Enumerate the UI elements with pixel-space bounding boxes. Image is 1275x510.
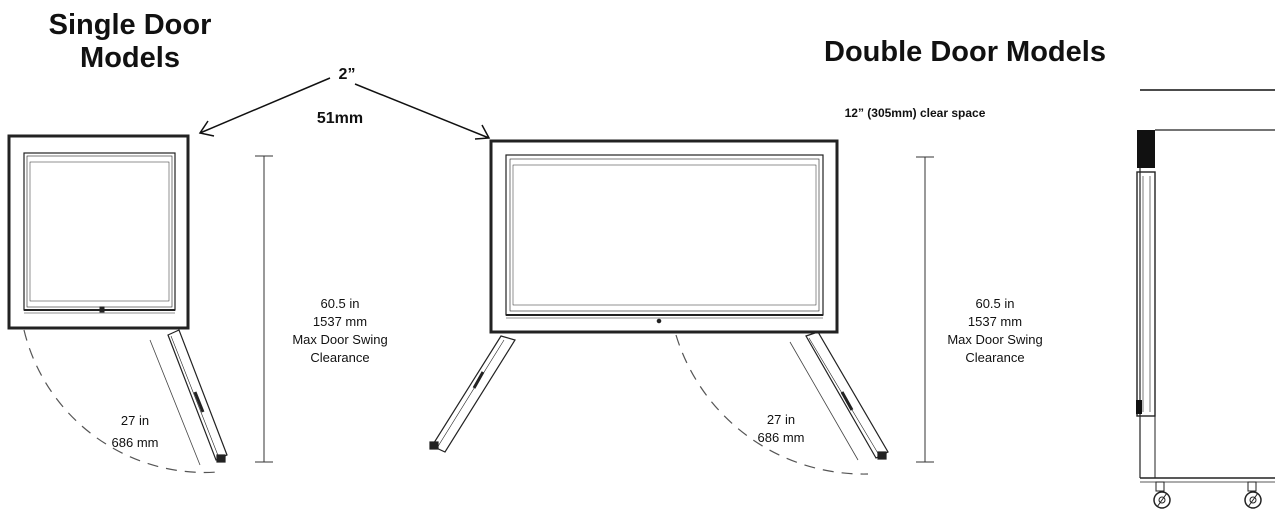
double-door-width-dimension (789, 341, 859, 461)
single-door-title-line2: Models (80, 42, 180, 74)
double-clearance-label: 60.5 in 1537 mm Max Door Swing Clearance (940, 295, 1050, 367)
single-clearance-line4: Clearance (310, 350, 370, 365)
double-door-width-label: 27 in 686 mm (746, 411, 816, 447)
single-door-width-in: 27 in (120, 413, 150, 428)
clear-space-label: 12” (305mm) clear space (844, 106, 986, 120)
double-door-right-leaf (805, 331, 889, 460)
single-clearance-label: 60.5 in 1537 mm Max Door Swing Clearance (290, 295, 390, 367)
gap-arrows (198, 77, 491, 140)
side-view-top-cap (1137, 130, 1155, 168)
double-clearance-in: 60.5 in (975, 296, 1015, 311)
gap-mm-label: 51mm (316, 110, 364, 127)
double-door-swing-arc (675, 334, 869, 475)
single-door-title-line1: Single Door (48, 9, 212, 41)
single-door-width-dimension (149, 339, 201, 466)
single-clearance-dimension (255, 155, 273, 463)
double-door-unit (489, 139, 839, 334)
double-door-cabinet (505, 154, 824, 316)
double-clearance-mm: 1537 mm (967, 314, 1023, 329)
double-clearance-dimension (916, 156, 934, 463)
double-door-left-leaf (429, 335, 516, 453)
caster-right (1244, 481, 1262, 509)
side-view-unit (1136, 129, 1275, 509)
gap-arrow-right (354, 83, 490, 139)
double-door-outer-frame (489, 139, 839, 334)
caster-left (1153, 481, 1171, 509)
single-clearance-mm: 1537 mm (312, 314, 368, 329)
gap-arrow-left (199, 77, 331, 134)
single-clearance-in: 60.5 in (320, 296, 360, 311)
double-door-width-mm: 686 mm (757, 430, 805, 445)
single-door-width-label: 27 in 686 mm (100, 410, 170, 454)
single-door-width-mm: 686 mm (111, 435, 159, 450)
single-door-outer-frame (7, 134, 190, 330)
double-door-width-in: 27 in (766, 412, 796, 427)
single-door-cabinet (23, 152, 176, 311)
gap-inches-label: 2” (338, 66, 356, 83)
single-clearance-line3: Max Door Swing (292, 332, 388, 347)
side-view-door (1136, 171, 1156, 417)
single-door-unit (7, 134, 190, 330)
double-door-title: Double Door Models (824, 36, 1106, 68)
single-door-leaf (167, 329, 228, 463)
single-door-title: Single Door Models (25, 9, 235, 75)
double-clearance-line3: Max Door Swing (947, 332, 1043, 347)
double-clearance-line4: Clearance (965, 350, 1025, 365)
